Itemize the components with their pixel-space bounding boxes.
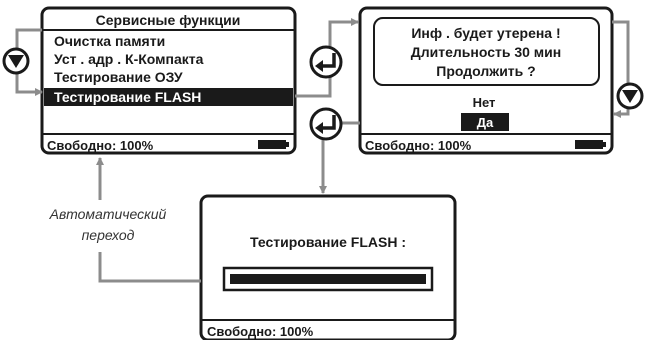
confirm-message-line-2: Длительность 30 мин: [411, 44, 561, 60]
confirm-message-line-1: Инф . будет утерена !: [411, 25, 560, 41]
confirm-screen: Инф . будет утерена ! Длительность 30 ми…: [358, 6, 614, 155]
menu-item-test-flash[interactable]: Тестирование FLASH: [54, 89, 201, 105]
down-arrow-circle-icon[interactable]: [2, 47, 30, 75]
menu-item-clear-memory[interactable]: Очистка памяти: [54, 33, 165, 49]
auto-transition-label: Автоматический переход: [26, 200, 190, 252]
auto-transition-line-2: переход: [82, 227, 135, 243]
confirm-message-box: [373, 17, 600, 86]
progress-status-text: Свободно: 100%: [207, 324, 314, 339]
menu-item-set-address[interactable]: Уст . адр . К-Компакта: [54, 51, 204, 67]
down-arrow-circle-icon[interactable]: [616, 82, 644, 110]
enter-return-circle-icon[interactable]: [309, 45, 343, 79]
confirm-selection-highlight: [461, 113, 509, 131]
arrow-confirm-loop-right: [612, 20, 630, 118]
confirm-status-text: Свободно: 100%: [365, 138, 472, 153]
progress-screen: Тестирование FLASH : Свободно: 100%: [199, 194, 457, 340]
menu-screen: Сервисные функции Очистка памяти Уст . а…: [40, 6, 297, 155]
menu-status-text: Свободно: 100%: [47, 138, 154, 153]
menu-selection-highlight: [44, 88, 293, 106]
menu-item-test-ram[interactable]: Тестирование ОЗУ: [54, 69, 183, 85]
progress-bar-inner: [230, 274, 426, 284]
battery-icon: [258, 140, 289, 149]
confirm-option-no[interactable]: Нет: [473, 95, 496, 110]
menu-screen-frame: [40, 6, 297, 155]
progress-title: Тестирование FLASH :: [250, 234, 406, 250]
confirm-option-yes[interactable]: Да: [477, 115, 494, 130]
confirm-message-line-3: Продолжить ?: [436, 63, 535, 79]
battery-icon: [575, 140, 606, 149]
auto-transition-line-1: Автоматический: [49, 206, 167, 222]
arrow-progress-to-menu: [96, 157, 201, 283]
enter-return-circle-icon[interactable]: [309, 107, 343, 141]
menu-title: Сервисные функции: [96, 12, 241, 28]
